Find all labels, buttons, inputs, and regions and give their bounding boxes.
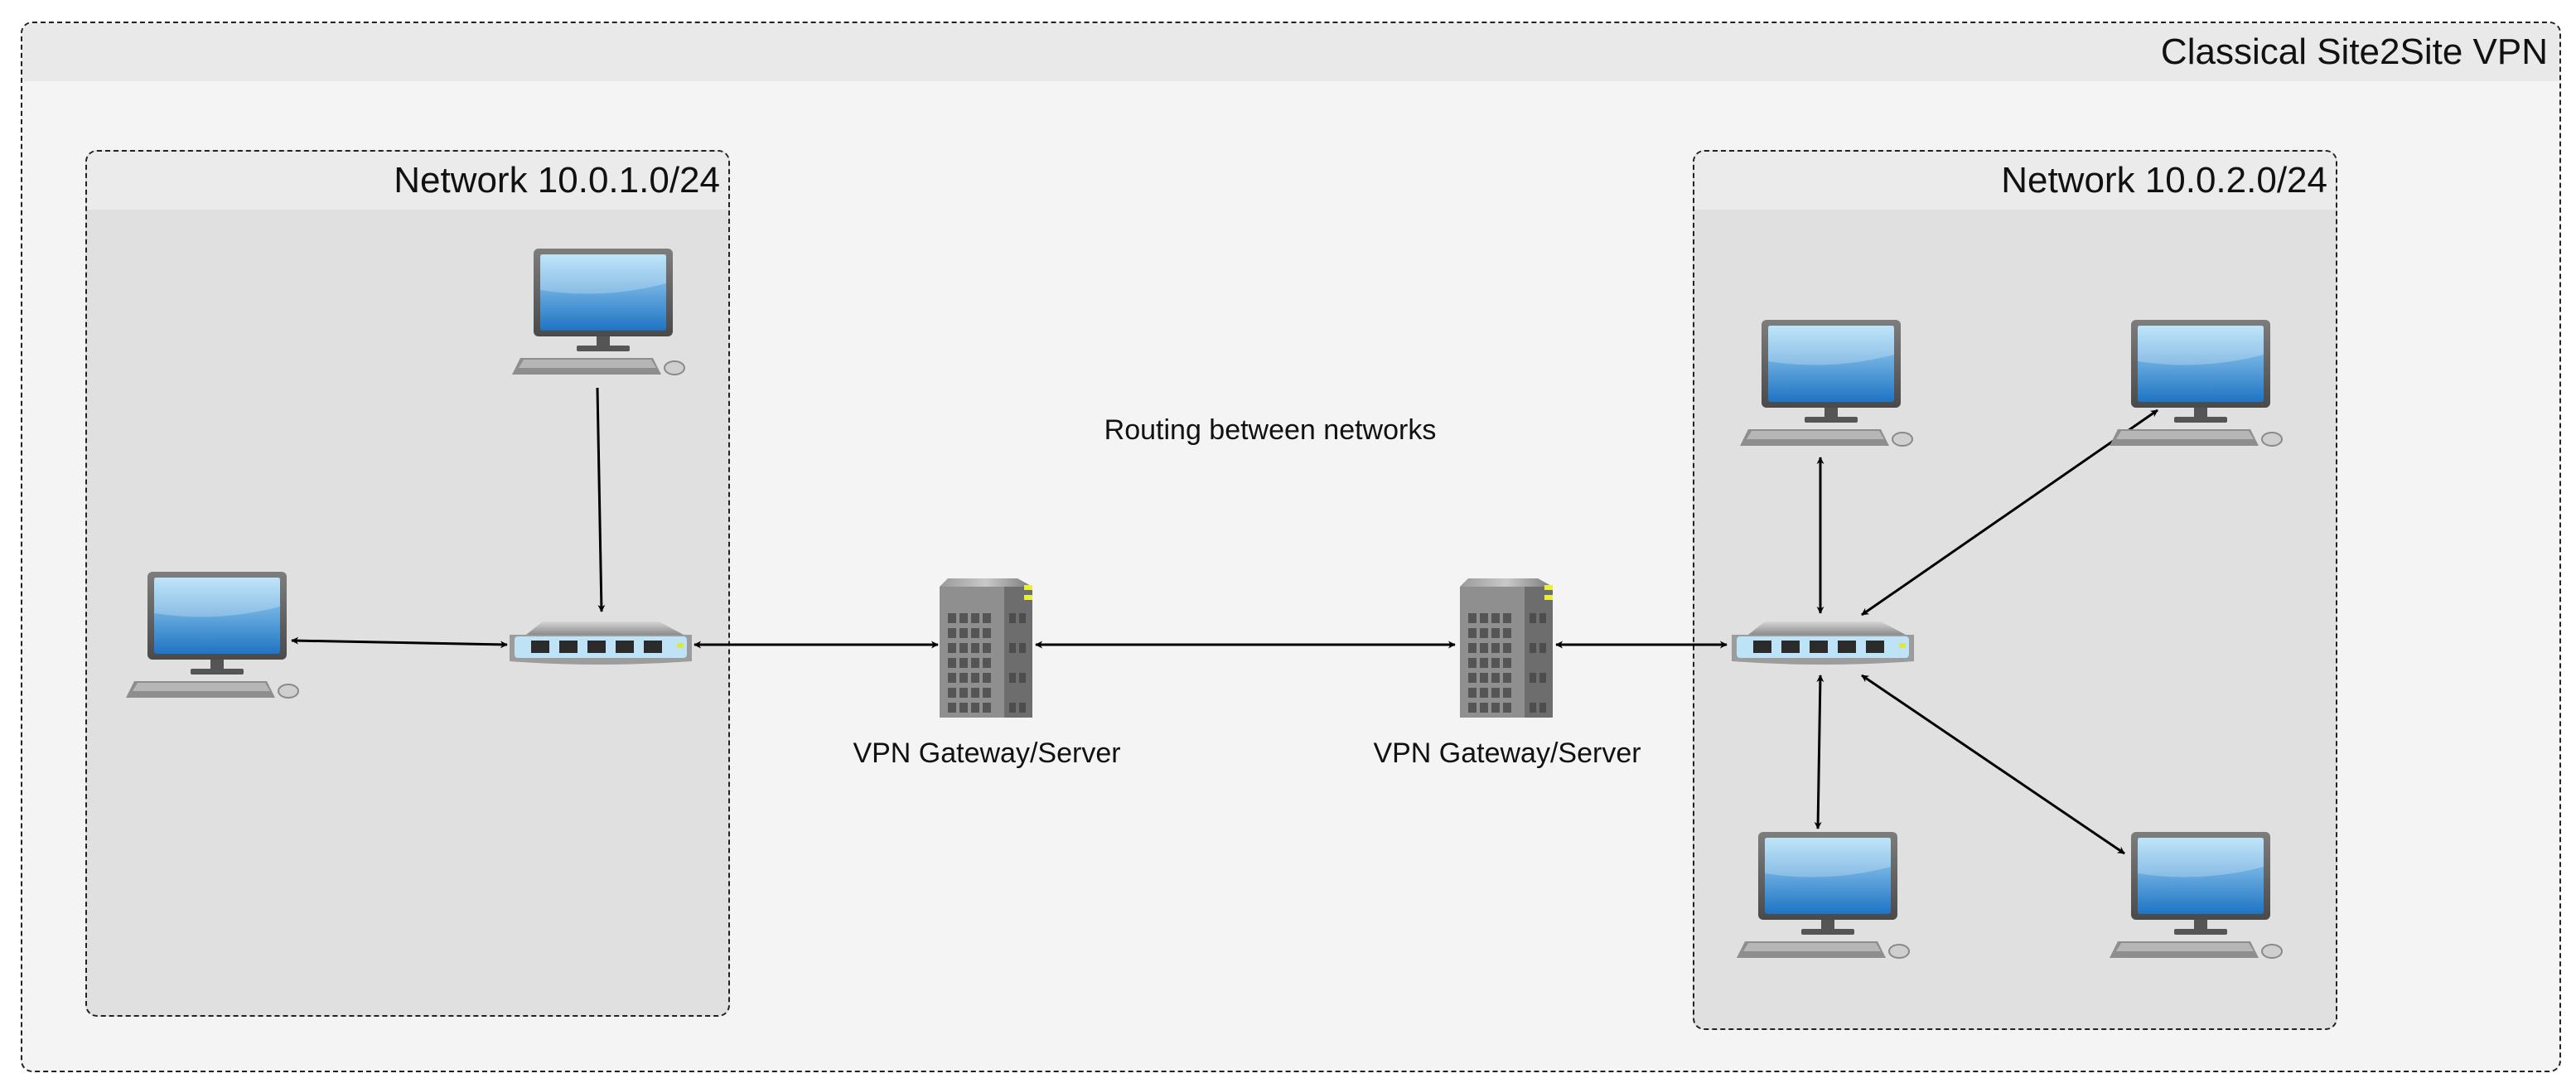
container-title: Classical Site2Site VPN [22,23,2559,81]
edge-switch-right-to-pc-r4 [1861,674,2125,855]
edge-switch-right-to-pc-r3 [1814,675,1824,829]
desktop-computer-icon [1739,319,1913,447]
network-right-title: Network 10.0.2.0/24 [1694,152,2336,210]
routing-note: Routing between networks [1104,414,1437,446]
network-left-title: Network 10.0.1.0/24 [87,152,728,210]
edge-switch-right-to-pc-r2 [1861,409,2158,617]
server-tower-icon [940,578,1032,718]
desktop-computer-icon [1736,831,1910,959]
network-switch-icon [1732,621,1914,665]
edge-pc-top-to-switch-left [596,387,606,612]
gateway-left-label: VPN Gateway/Server [853,737,1121,769]
desktop-computer-icon [125,571,299,699]
server-tower-icon [1460,578,1553,718]
desktop-computer-icon [511,248,685,375]
network-switch-icon [510,621,692,665]
gateway-right-label: VPN Gateway/Server [1373,737,1641,769]
desktop-computer-icon [2109,831,2283,959]
edge-pc-left-to-switch-left [291,636,508,649]
